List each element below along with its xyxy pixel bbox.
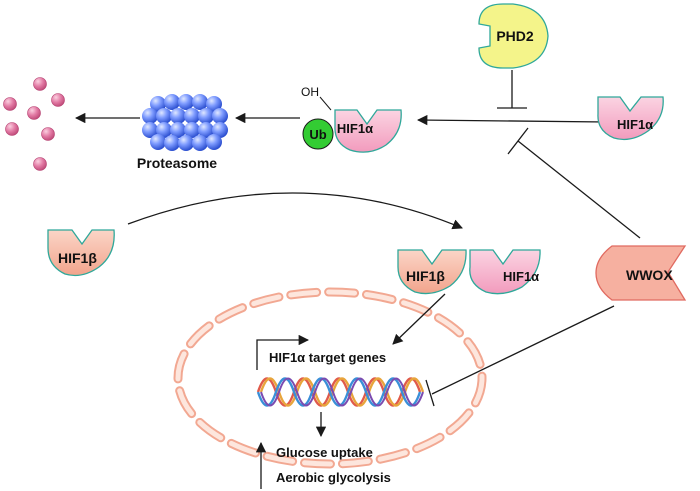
arrow-hif1a-to-hydroxylated — [416, 114, 607, 126]
arrow-complex-to-genes — [392, 293, 446, 345]
hif1a-label-complex: HIF1α — [503, 269, 539, 284]
wwox-inhibition-bar-genes — [425, 379, 435, 407]
hif1a-label-free: HIF1α — [617, 117, 653, 132]
oh-bond — [319, 96, 332, 111]
glucose-uptake-label: Glucose uptake — [276, 445, 373, 460]
hif1b-label-complex: HIF1β — [406, 268, 445, 284]
oh-label: OH — [301, 85, 319, 99]
proteasome-label: Proteasome — [137, 155, 217, 171]
hif1a-label-hydroxylated: HIF1α — [337, 121, 373, 136]
ubiquitin: Ub — [302, 118, 334, 150]
degradation-fragments — [3, 77, 65, 171]
arrow-hif1b-to-complex — [127, 192, 463, 230]
wwox-inhibition-line-genes — [431, 305, 615, 395]
phd2: PHD2 — [478, 3, 549, 69]
hif1b-cytoplasm: HIF1β — [47, 229, 115, 277]
nucleus — [173, 287, 487, 469]
target-genes-label: HIF1α target genes — [269, 350, 386, 365]
hif1a-free: HIF1α — [597, 96, 664, 141]
wwox: WWOX — [595, 245, 687, 301]
aerobic-glycolysis-label: Aerobic glycolysis — [276, 470, 391, 485]
transcription-start-arrow — [256, 334, 310, 370]
hif1b-hif1a-complex: HIF1α HIF1β — [397, 249, 541, 295]
wwox-inhibition-line-top — [517, 140, 641, 239]
ub-label: Ub — [309, 127, 326, 142]
proteasome — [142, 94, 228, 151]
wwox-label: WWOX — [626, 267, 673, 283]
phd2-label: PHD2 — [496, 28, 534, 44]
dna-helix — [256, 377, 425, 407]
hif1b-label-cytoplasm: HIF1β — [58, 250, 97, 266]
hif1a-hydroxylated: HIF1α — [334, 109, 402, 153]
wwox-inhibition-bar-top — [507, 127, 529, 155]
